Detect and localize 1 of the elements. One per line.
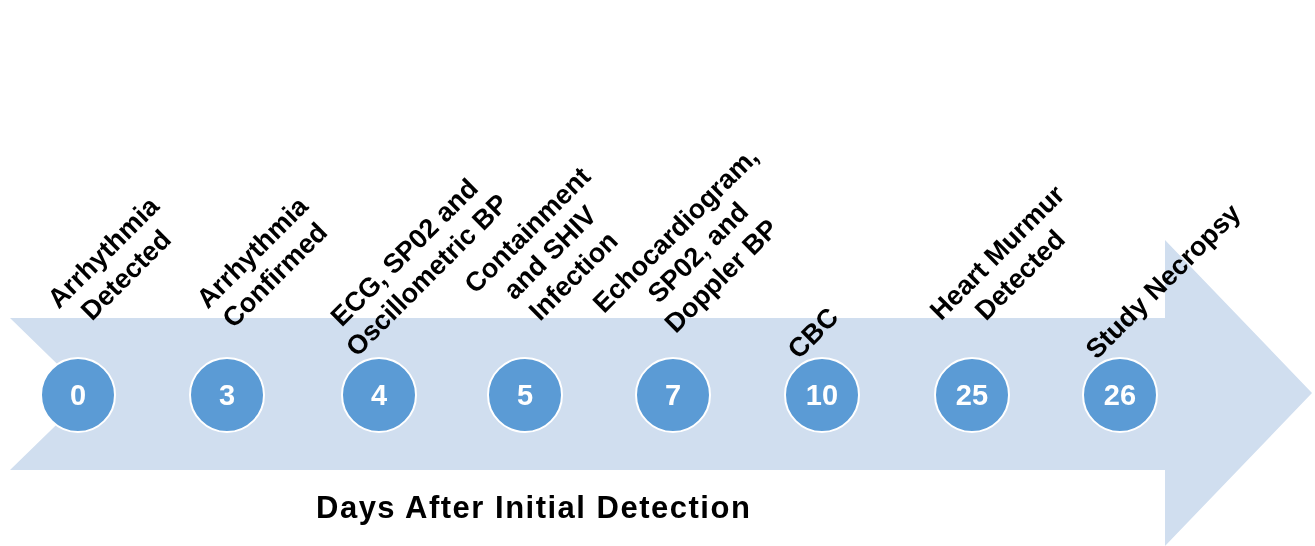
axis-title: Days After Initial Detection: [316, 490, 752, 526]
